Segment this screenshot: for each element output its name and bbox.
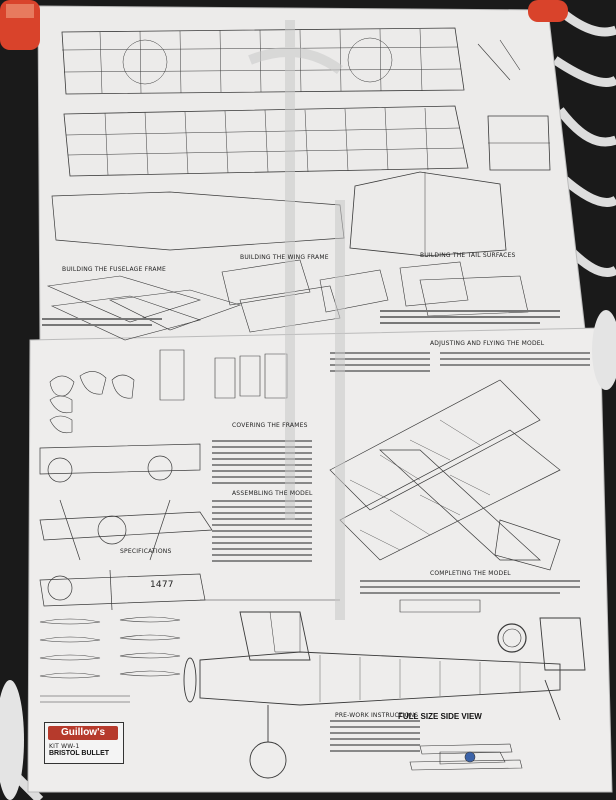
- brand-logo: Guillow's: [48, 726, 118, 740]
- lower-plan-sheet: [27, 327, 613, 793]
- section-covering-title: COVERING THE FRAMES: [232, 422, 308, 429]
- section-wing-title: BUILDING THE WING FRAME: [240, 254, 329, 261]
- top-wing-plan: [61, 27, 465, 95]
- title-block: Guillow's KIT WW-1 BRISTOL BULLET: [44, 722, 124, 764]
- upper-sheet-text-blocks: [42, 310, 560, 326]
- side-view-title: FULL SIZE SIDE VIEW: [398, 712, 482, 721]
- specifications-label: SPECIFICATIONS: [120, 548, 172, 555]
- section-adjusting-title: ADJUSTING AND FLYING THE MODEL: [430, 340, 545, 347]
- wing-ribs: [39, 616, 181, 703]
- paint-jar-right: [528, 0, 568, 22]
- section-assembling-title: ASSEMBLING THE MODEL: [232, 490, 313, 497]
- serial-number: 1477: [150, 580, 174, 590]
- full-size-side-view: [183, 599, 586, 779]
- section-prework-title: PRE-WORK INSTRUCTIONS: [335, 712, 419, 719]
- former-parts: [49, 349, 288, 434]
- rolled-edge-right: [592, 310, 616, 390]
- small-biplane-picture: [409, 743, 523, 771]
- watermark-logo: [248, 20, 345, 620]
- rudder-part: [399, 599, 481, 613]
- isometric-biplane-drawing: [329, 379, 561, 571]
- rolled-edge-left: [0, 680, 24, 800]
- model-name: BRISTOL BULLET: [49, 750, 110, 757]
- tail-plan: [349, 115, 551, 257]
- section-completing-title: COMPLETING THE MODEL: [430, 570, 511, 577]
- certification-seal: [497, 623, 527, 653]
- bottom-wing-plan: [63, 105, 469, 177]
- instruction-text-columns: [212, 352, 590, 752]
- front-view-drawing: [39, 443, 201, 483]
- paint-jar-left: [0, 0, 40, 50]
- kit-number: KIT WW-1: [49, 743, 80, 750]
- strut-detail: [477, 39, 521, 81]
- section-tail-title: BUILDING THE TAIL SURFACES: [420, 252, 516, 259]
- small-side-view: [39, 499, 213, 561]
- section-fuselage-title: BUILDING THE FUSELAGE FRAME: [62, 266, 167, 273]
